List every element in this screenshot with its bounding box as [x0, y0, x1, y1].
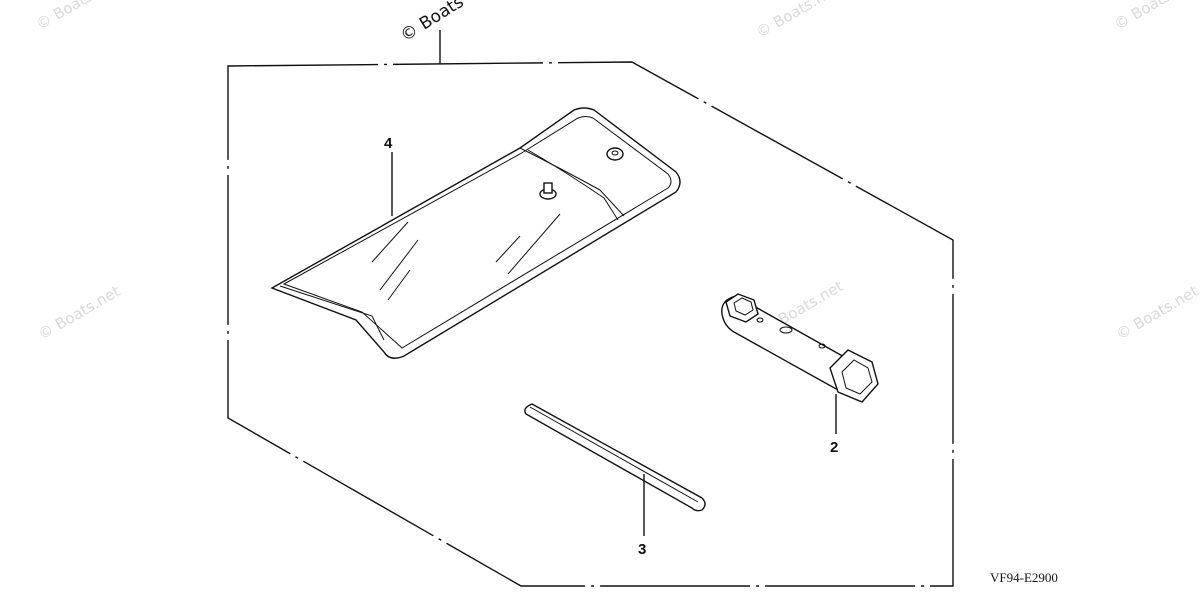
figure-code: VF94-E2900 [990, 570, 1058, 585]
watermark-top-right: © Boats.net [1111, 0, 1199, 33]
bag-shade-1 [371, 221, 409, 263]
wrench-hole-3 [818, 343, 826, 349]
callout-labels: 4 2 3 [384, 135, 838, 558]
tool-bag-icon [270, 107, 681, 359]
watermark-mid-left: © Boats.net [35, 282, 123, 343]
bag-shade-4 [507, 213, 561, 275]
wrench-hole-2 [779, 326, 793, 334]
wrench-hole-1 [756, 317, 764, 323]
watermark-top-center: © Boats.net [753, 0, 841, 41]
tool-bag-inner-edge [282, 116, 672, 349]
wrench-small-hex [725, 293, 759, 323]
tool-bag-flap-inner [527, 149, 619, 221]
wrench-large-hex [829, 349, 879, 403]
callout-plug-wrench: 2 [830, 439, 838, 456]
spark-plug-wrench-icon [721, 293, 879, 403]
bag-shade-2 [379, 239, 419, 291]
assembly-boundary [227, 30, 954, 587]
wrench-large-hex-inner [841, 359, 873, 395]
rod-body [524, 403, 706, 512]
bag-shade-5 [495, 235, 521, 263]
bag-shade-3 [387, 269, 411, 301]
snap-button-top [606, 147, 624, 161]
snap-stud [543, 182, 553, 194]
watermark-top-left: © Boats.net [33, 0, 121, 33]
watermark-top-dark: © Boats [397, 0, 467, 46]
boundary-outline [227, 61, 954, 587]
rod-highlight [529, 406, 699, 503]
tool-bag-body [270, 107, 681, 359]
tool-bag-seam [279, 285, 385, 341]
callout-tool-bag: 4 [384, 135, 393, 152]
wrench-small-hex-inner [733, 297, 754, 316]
snap-button-top-inner [611, 150, 619, 156]
tool-bag-flap [519, 147, 625, 217]
callout-rod: 3 [638, 541, 646, 558]
handle-rod-icon [524, 403, 706, 512]
watermark-mid-right: © Boats.net [1113, 282, 1200, 343]
leader-lines [391, 152, 837, 536]
